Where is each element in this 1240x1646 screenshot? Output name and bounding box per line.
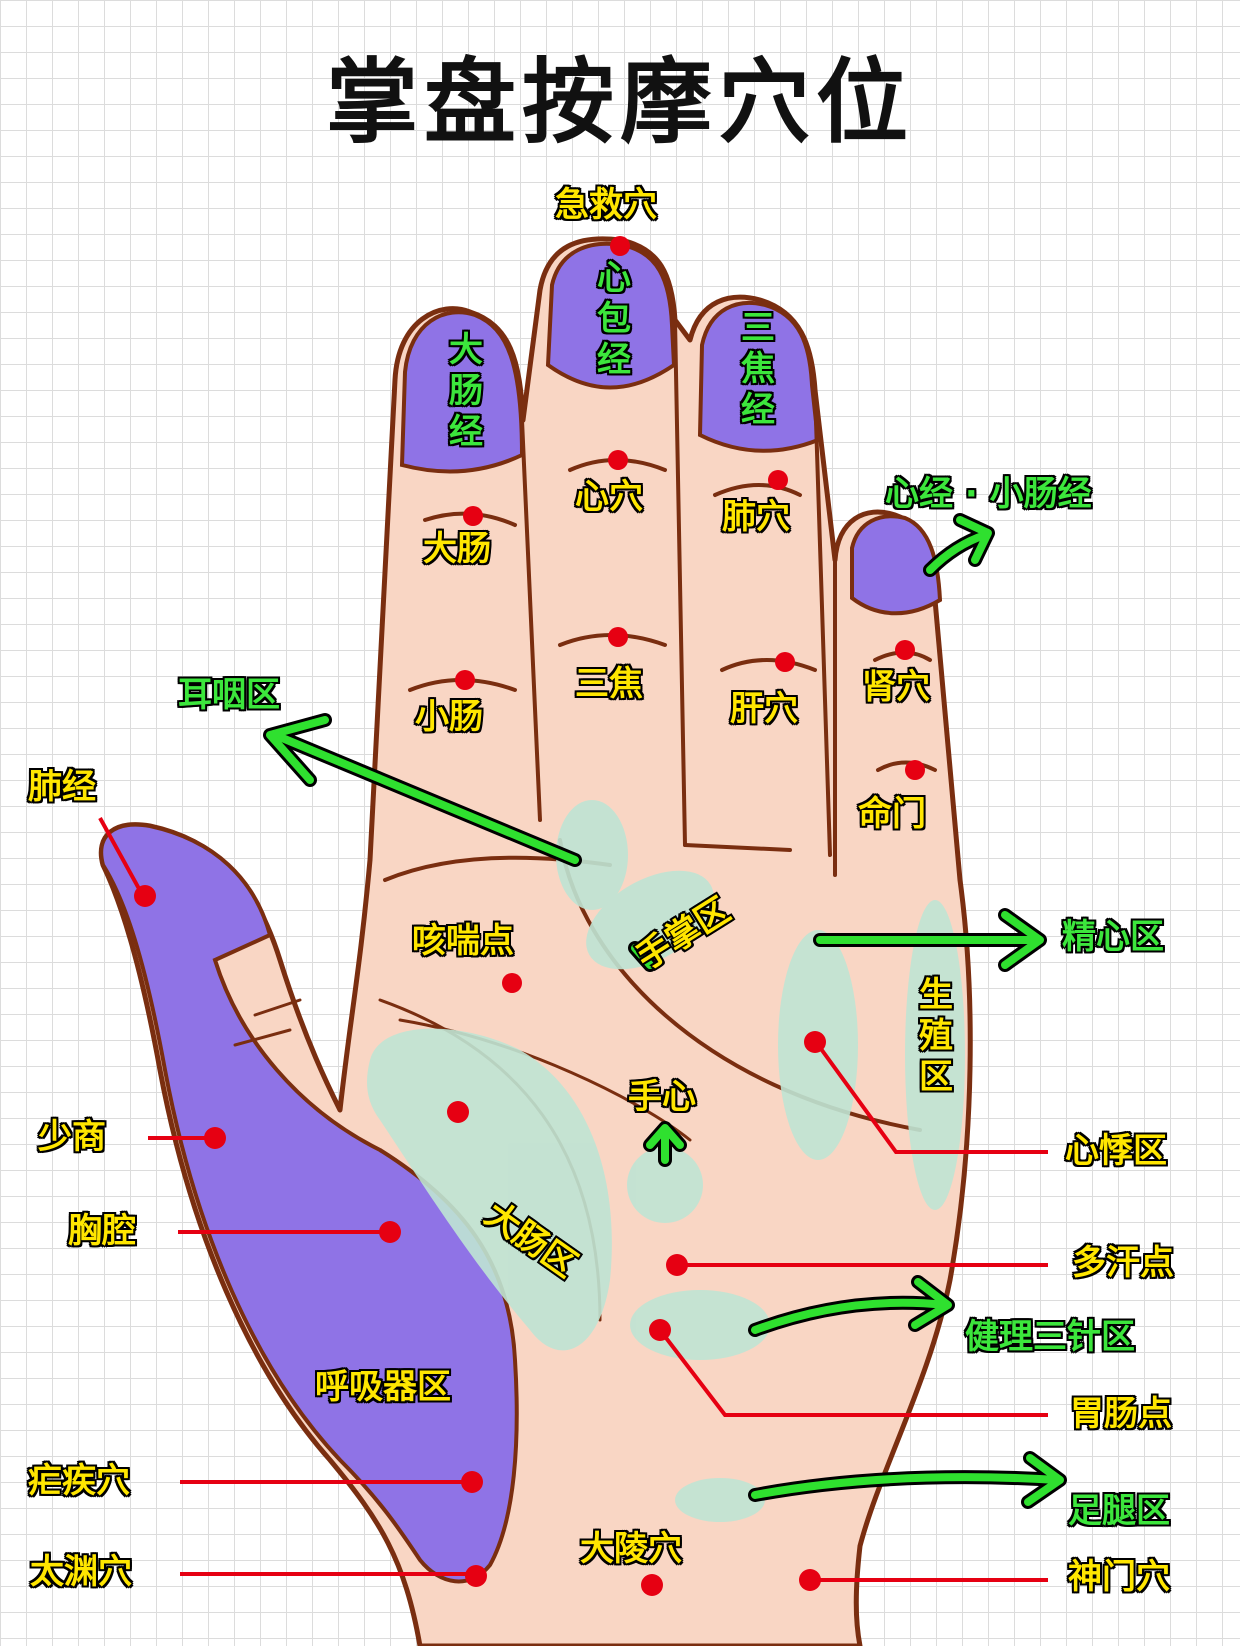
zone-large-intestine bbox=[367, 1028, 612, 1351]
dot-xiongqiang bbox=[379, 1221, 401, 1243]
index-tip-cap bbox=[399, 310, 525, 474]
dot-daling bbox=[641, 1574, 663, 1596]
acupoint-dots bbox=[134, 236, 925, 1596]
label-xinji: 心悸区 bbox=[1065, 1131, 1167, 1171]
label-nueji: 疟疾穴 bbox=[28, 1461, 130, 1501]
dot-shenmen bbox=[799, 1569, 821, 1591]
label-sanjiao: 三焦 bbox=[575, 664, 643, 704]
zone-hand-heart bbox=[627, 1147, 703, 1223]
dot-nueji bbox=[461, 1471, 483, 1493]
label-kechuan: 咳喘点 bbox=[412, 921, 514, 961]
dot-xinxue bbox=[608, 450, 628, 470]
middle-tip-cap bbox=[545, 241, 677, 390]
reflex-zones bbox=[367, 800, 965, 1522]
page-title: 掌盘按摩穴位 bbox=[325, 49, 914, 156]
label-duohan: 多汗点 bbox=[1072, 1243, 1174, 1283]
label-shaoshang: 少商 bbox=[38, 1117, 106, 1157]
zone-reproductive bbox=[905, 900, 965, 1210]
label-taiyuan: 太渊穴 bbox=[30, 1552, 132, 1592]
leader-weichang bbox=[658, 1328, 1048, 1417]
label-daling: 大陵穴 bbox=[580, 1529, 682, 1569]
leader-lines bbox=[98, 817, 1048, 1582]
label-mingmen: 命门 bbox=[858, 794, 926, 834]
label-shenmen: 神门穴 bbox=[1068, 1557, 1170, 1597]
little-tip-cap bbox=[850, 514, 943, 616]
label-weichang: 胃肠点 bbox=[1070, 1394, 1172, 1434]
dot-shaoshang bbox=[204, 1127, 226, 1149]
dot-xiaochang bbox=[455, 670, 475, 690]
label-ring-tip: 三焦经 bbox=[741, 308, 775, 430]
label-eryan: 耳咽区 bbox=[178, 675, 280, 715]
label-middle-tip: 心包经 bbox=[597, 258, 631, 380]
label-feixue: 肺穴 bbox=[722, 497, 790, 537]
dot-palm-left bbox=[447, 1101, 469, 1123]
dot-kechuan bbox=[502, 973, 522, 993]
label-shengzhi: 生殖区 bbox=[919, 975, 953, 1097]
label-xinxue: 心穴 bbox=[575, 477, 643, 517]
dot-taiyuan bbox=[465, 1565, 487, 1587]
dot-ganxue bbox=[775, 652, 795, 672]
ring-tip-cap bbox=[697, 300, 821, 453]
dot-feixue bbox=[768, 470, 788, 490]
zone-palm bbox=[586, 870, 714, 970]
finger-tip-caps bbox=[399, 241, 943, 616]
dot-dachang bbox=[463, 506, 483, 526]
label-xiongqiang: 胸腔 bbox=[68, 1211, 136, 1251]
label-dachang: 大肠 bbox=[423, 529, 491, 569]
zone-jianli bbox=[630, 1290, 770, 1360]
label-shenxue: 肾穴 bbox=[862, 667, 930, 707]
dot-xinji bbox=[804, 1031, 826, 1053]
label-xiaochang: 小肠 bbox=[415, 697, 483, 737]
label-jijiu: 急救穴 bbox=[555, 185, 657, 225]
label-jingxin: 精心区 bbox=[1062, 917, 1164, 957]
label-jianli: 健理三针区 bbox=[965, 1317, 1135, 1357]
zone-ear-throat bbox=[556, 800, 628, 910]
lung-meridian-region bbox=[99, 822, 519, 1584]
zone-foot-leg bbox=[675, 1478, 765, 1522]
label-xinjing-xiaochangjing: 心经 · 小肠经 bbox=[885, 474, 1092, 514]
label-shouxin: 手心 bbox=[628, 1077, 696, 1117]
dot-sanjiao bbox=[608, 627, 628, 647]
leader-xinji bbox=[814, 1040, 1048, 1154]
dot-shenxue bbox=[895, 640, 915, 660]
dot-duohan bbox=[666, 1254, 688, 1276]
label-zutui: 足腿区 bbox=[1068, 1491, 1170, 1531]
label-ganxue: 肝穴 bbox=[730, 689, 798, 729]
dot-weichang bbox=[649, 1319, 671, 1341]
label-index-tip: 大肠经 bbox=[449, 330, 483, 452]
leader-feijing bbox=[98, 817, 145, 897]
dot-mingmen bbox=[905, 760, 925, 780]
label-feijing: 肺经 bbox=[28, 767, 96, 807]
label-huxiqi: 呼吸器区 bbox=[315, 1367, 451, 1407]
dot-feijing bbox=[134, 885, 156, 907]
dot-jijiu bbox=[610, 236, 630, 256]
